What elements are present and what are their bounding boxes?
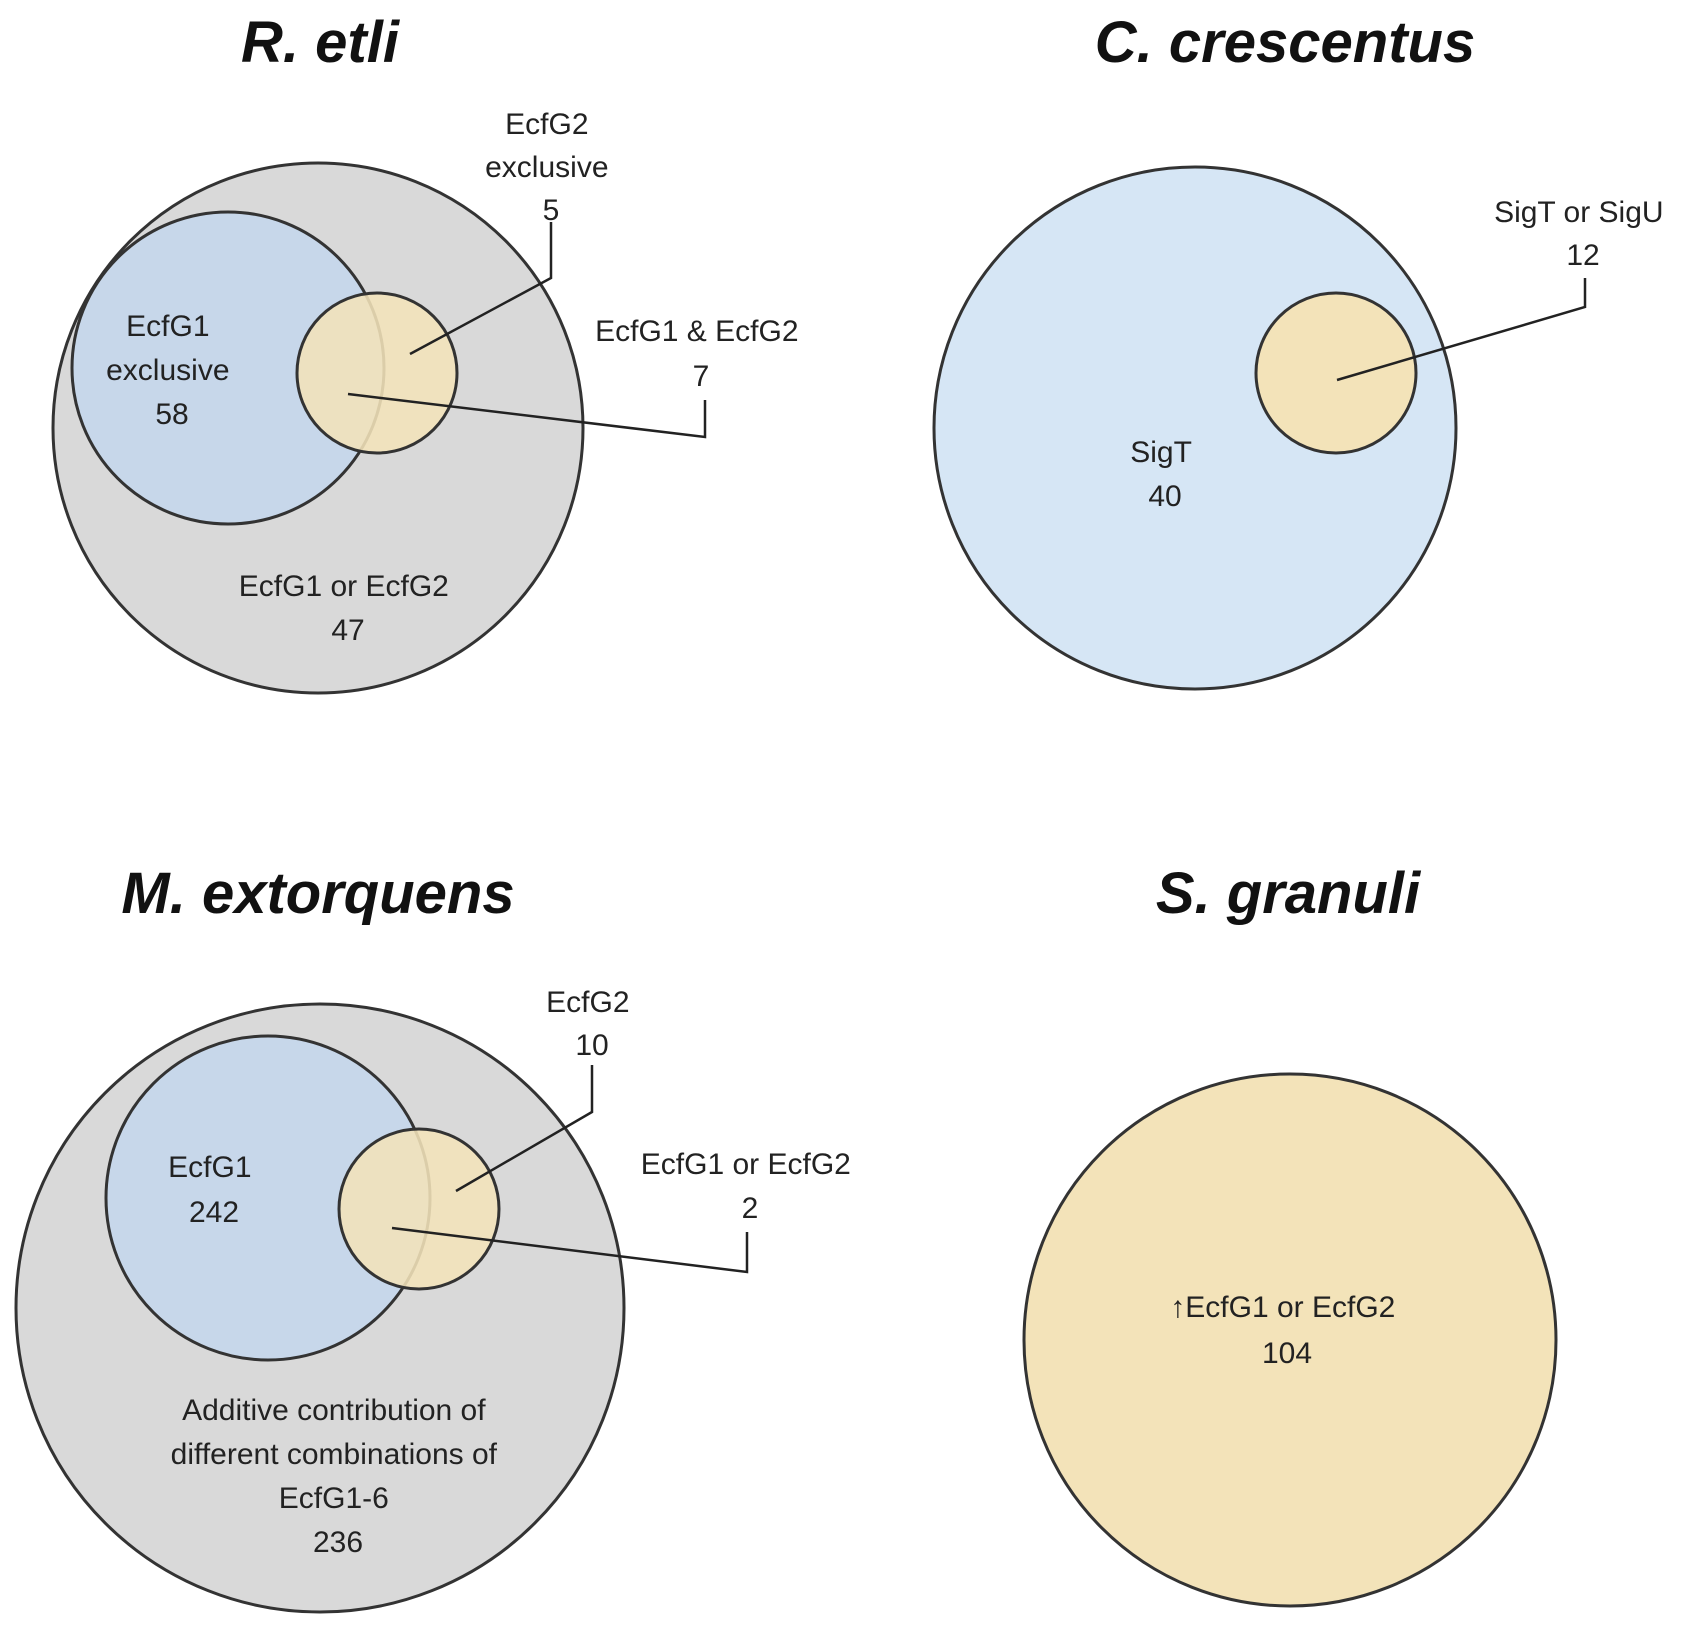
- panel-title-s-granuli: S. granuli: [1156, 861, 1422, 926]
- circle-ecfg2-m-extorquens: [337, 1127, 501, 1291]
- label-sigt-c-crescentus: SigT 40: [1130, 436, 1200, 513]
- label-ecfg2-exclusive-r-etli: EcfG2 exclusive 5: [485, 108, 617, 227]
- label-ecfg1-m-extorquens: EcfG1 242: [168, 1151, 260, 1229]
- label-ecfg1-exclusive-r-etli: EcfG1 exclusive 58: [106, 310, 238, 431]
- panel-title-c-crescentus: C. crescentus: [1095, 10, 1475, 75]
- label-either-r-etli: EcfG1 or EcfG2 47: [239, 570, 457, 647]
- panel-r-etli: R. etli EcfG2 exclusive 5 EcfG1 & EcfG2 …: [51, 10, 807, 695]
- panel-title-r-etli: R. etli: [241, 10, 401, 75]
- panel-s-granuli: S. granuli ↑EcfG1 or EcfG2 104: [1022, 861, 1558, 1608]
- leader-ecfg2-m-extorquens: [455, 1065, 594, 1193]
- label-additive-m-extorquens: Additive contribution of different combi…: [171, 1394, 506, 1559]
- leader-either-m-extorquens: [391, 1226, 749, 1274]
- label-up-s-granuli: ↑EcfG1 or EcfG2 104: [1170, 1291, 1403, 1370]
- circle-either-c-crescentus: [1254, 291, 1418, 455]
- label-either-m-extorquens: EcfG1 or EcfG2 2: [641, 1148, 859, 1225]
- circle-ecfg2-r-etli: [295, 291, 459, 455]
- panel-title-m-extorquens: M. extorquens: [121, 861, 514, 926]
- leader-both-r-etli: [347, 392, 707, 439]
- label-both-r-etli: EcfG1 & EcfG2 7: [595, 315, 807, 393]
- label-ecfg2-m-extorquens: EcfG2 10: [546, 986, 638, 1062]
- panel-m-extorquens: M. extorquens EcfG2 10 EcfG1 or EcfG2 2 …: [14, 861, 859, 1614]
- panel-c-crescentus: C. crescentus SigT or SigU 12 SigT 40: [932, 10, 1672, 691]
- label-either-c-crescentus: SigT or SigU 12: [1494, 196, 1672, 272]
- circle-up-s-granuli: [1022, 1072, 1558, 1608]
- leader-either-c-crescentus: [1336, 278, 1587, 382]
- leader-ecfg2-exclusive-r-etli: [409, 222, 553, 356]
